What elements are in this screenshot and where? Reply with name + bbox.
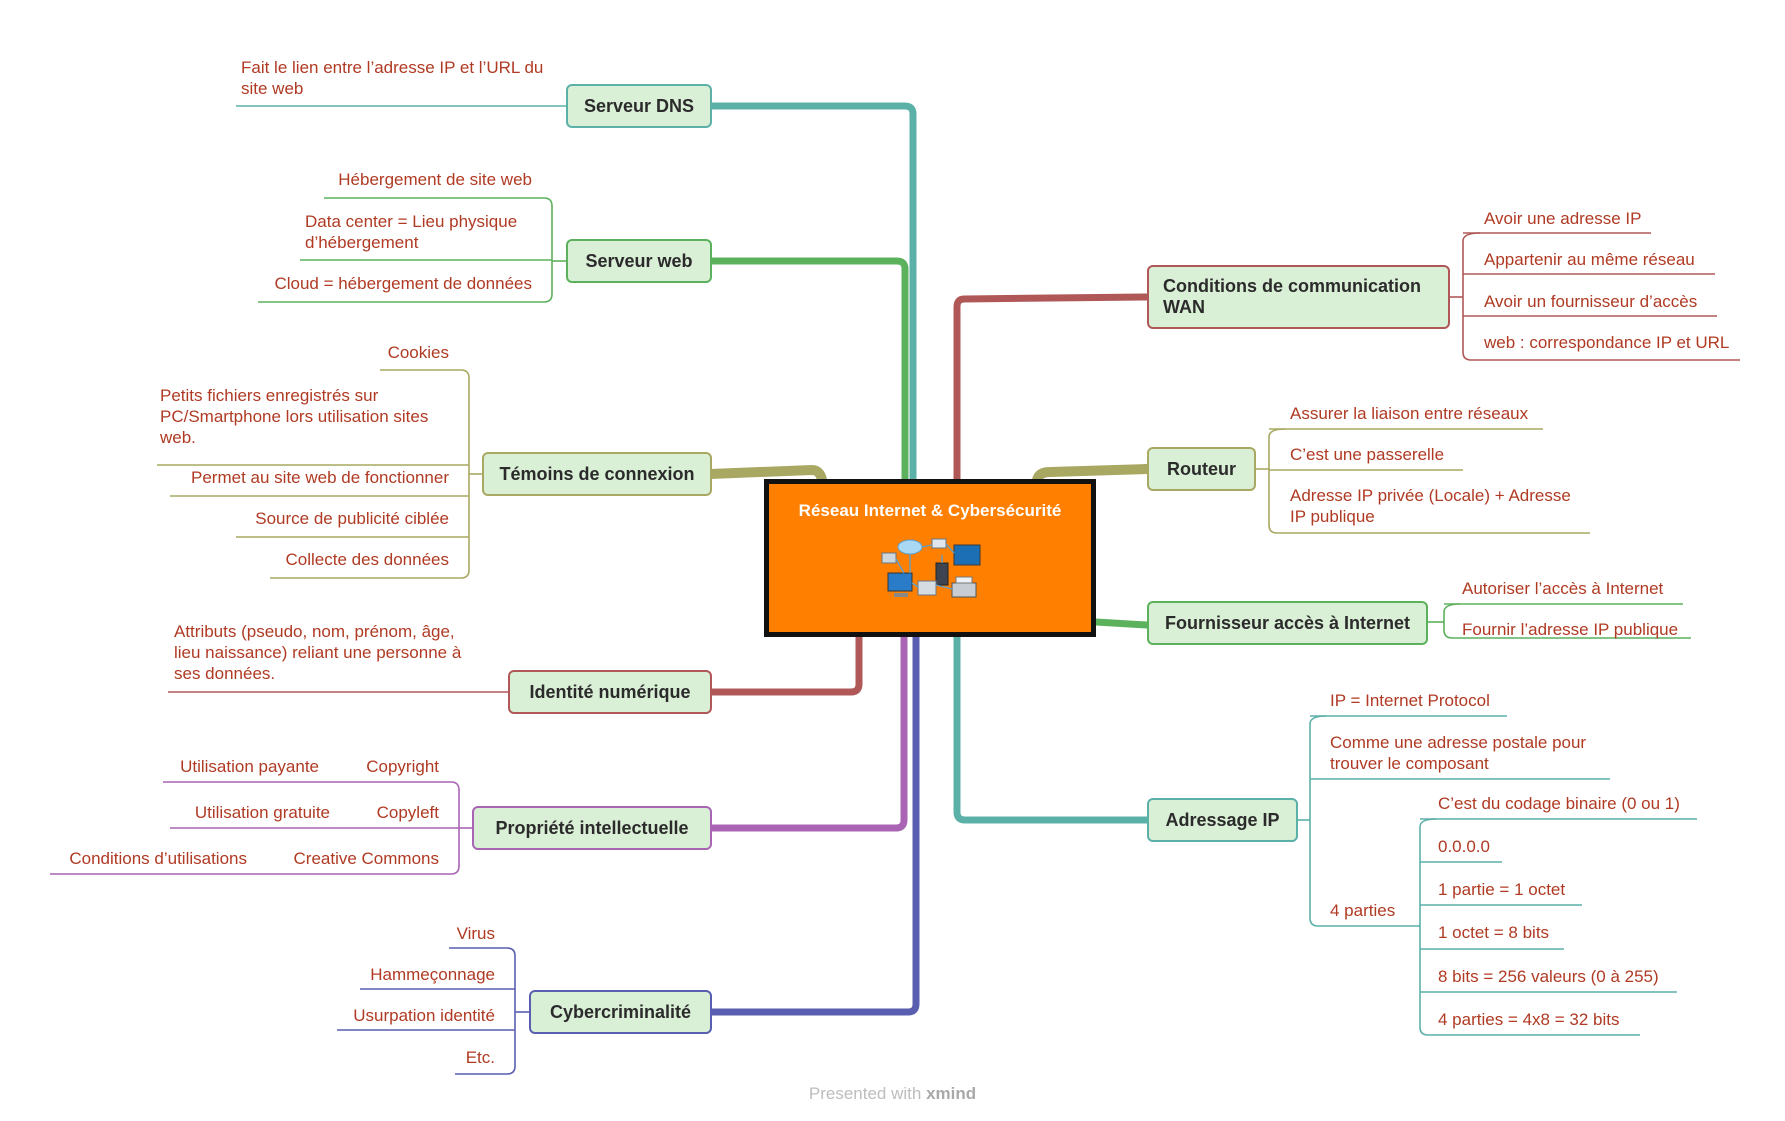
- leaf-parties-256-valeurs[interactable]: 8 bits = 256 valeurs (0 à 255): [1438, 967, 1659, 986]
- node-identite-numerique[interactable]: Identité numérique: [508, 670, 712, 714]
- leaf-propriete-copyright[interactable]: Copyright: [366, 757, 439, 776]
- branch-line-cyber: [706, 633, 920, 1016]
- leaf-fai-autoriser[interactable]: Autoriser l’accès à Internet: [1462, 579, 1664, 598]
- leaf-web-hebergement[interactable]: Hébergement de site web: [338, 170, 532, 189]
- leaf-parties-zero[interactable]: 0.0.0.0: [1438, 837, 1490, 856]
- central-topic-title: Réseau Internet & Cybersécurité: [798, 501, 1062, 520]
- leaf-parties-octet-bits[interactable]: 1 octet = 8 bits: [1438, 923, 1550, 942]
- leaf-routeur-passerelle[interactable]: C’est une passerelle: [1290, 445, 1445, 464]
- leaf-temoins-fichiers[interactable]: Petits fichiers enregistrés sur PC/Smart…: [160, 386, 429, 447]
- leaf-cyber-hammeconnage[interactable]: Hammeçonnage: [370, 965, 495, 984]
- node-conditions-wan[interactable]: Conditions de communication WAN: [1147, 265, 1450, 329]
- computer-network-illustration-icon: [881, 538, 981, 598]
- node-label: Serveur DNS: [583, 95, 695, 116]
- branch-line-propriete: [706, 633, 908, 832]
- node-routeur[interactable]: Routeur: [1147, 447, 1256, 491]
- node-label: Adressage IP: [1165, 809, 1280, 830]
- node-label: Serveur web: [585, 250, 693, 271]
- node-label: Témoins de connexion: [499, 463, 695, 484]
- node-label: Routeur: [1167, 458, 1236, 479]
- node-label: Cybercriminalité: [549, 1001, 692, 1022]
- footer-prefix: Presented with: [808, 1084, 927, 1103]
- node-serveur-web[interactable]: Serveur web: [566, 239, 712, 283]
- leaf-temoins-publicite[interactable]: Source de publicité ciblée: [255, 509, 449, 528]
- leaf-ip-4-parties[interactable]: 4 parties: [1330, 901, 1396, 920]
- leaf-ip-adresse-postale[interactable]: Comme une adresse postale pour trouver l…: [1330, 733, 1587, 773]
- branch-line-wan: [953, 293, 1151, 484]
- leaf-parties-32-bits[interactable]: 4 parties = 4x8 = 32 bits: [1438, 1010, 1620, 1029]
- leaf-temoins-collecte[interactable]: Collecte des données: [285, 550, 449, 569]
- leaf-cyber-usurpation[interactable]: Usurpation identité: [353, 1006, 495, 1025]
- leaf-wan-meme-reseau[interactable]: Appartenir au même réseau: [1484, 250, 1695, 269]
- node-cybercriminalite[interactable]: Cybercriminalité: [529, 990, 712, 1034]
- leaf-temoins-cookies[interactable]: Cookies: [387, 343, 449, 362]
- branch-line-fai: [1092, 618, 1151, 629]
- leaf-propriete-utilisation-payante[interactable]: Utilisation payante: [180, 757, 319, 776]
- branch-line-web: [706, 257, 909, 484]
- leaf-identite-attributs[interactable]: Attributs (pseudo, nom, prénom, âge, lie…: [174, 622, 462, 683]
- central-topic[interactable]: Réseau Internet & Cybersécurité: [764, 479, 1096, 637]
- leaf-parties-partie-octet[interactable]: 1 partie = 1 octet: [1438, 880, 1566, 899]
- leaf-cyber-virus[interactable]: Virus: [456, 924, 495, 943]
- node-propriete-intellectuelle[interactable]: Propriété intellectuelle: [472, 806, 712, 850]
- leaf-cyber-etc[interactable]: Etc.: [465, 1048, 495, 1067]
- node-label: Conditions de communication WAN: [1163, 276, 1422, 317]
- node-serveur-dns[interactable]: Serveur DNS: [566, 84, 712, 128]
- leaf-ip-protocol[interactable]: IP = Internet Protocol: [1330, 691, 1490, 710]
- branch-line-routeur: [1032, 464, 1152, 485]
- xmind-logo: xmind: [926, 1084, 977, 1103]
- leaf-routeur-liaison[interactable]: Assurer la liaison entre réseaux: [1290, 404, 1529, 423]
- leaf-parties-codage-binaire[interactable]: C’est du codage binaire (0 ou 1): [1438, 794, 1680, 813]
- presented-with-footer: Presented with xmind: [0, 1084, 1785, 1104]
- leaf-dns-lien[interactable]: Fait le lien entre l’adresse IP et l’URL…: [241, 58, 544, 98]
- leaf-wan-correspondance[interactable]: web : correspondance IP et URL: [1484, 333, 1730, 352]
- node-fournisseur-acces[interactable]: Fournisseur accès à Internet: [1147, 601, 1428, 645]
- leaf-propriete-conditions[interactable]: Conditions d’utilisations: [69, 849, 247, 868]
- leaf-web-cloud[interactable]: Cloud = hébergement de données: [274, 274, 532, 293]
- branch-line-identite: [706, 633, 863, 696]
- branch-line-ip: [953, 633, 1151, 824]
- branch-line-temoins: [705, 465, 827, 485]
- leaf-fai-fournir-ip[interactable]: Fournir l’adresse IP publique: [1462, 620, 1679, 639]
- leaf-wan-adresse-ip[interactable]: Avoir une adresse IP: [1484, 209, 1642, 228]
- node-label: Propriété intellectuelle: [495, 817, 689, 838]
- leaf-temoins-fonctionner[interactable]: Permet au site web de fonctionner: [191, 468, 449, 487]
- leaf-web-datacenter[interactable]: Data center = Lieu physique d’hébergemen…: [305, 212, 518, 252]
- leaf-propriete-utilisation-gratuite[interactable]: Utilisation gratuite: [194, 803, 330, 822]
- node-temoins-connexion[interactable]: Témoins de connexion: [482, 452, 712, 496]
- leaf-propriete-copyleft[interactable]: Copyleft: [376, 803, 439, 822]
- leaf-routeur-adresse[interactable]: Adresse IP privée (Locale) + Adresse IP …: [1290, 486, 1571, 526]
- branch-line-dns: [706, 102, 917, 484]
- leaf-wan-fournisseur[interactable]: Avoir un fournisseur d’accès: [1484, 292, 1698, 311]
- node-adressage-ip[interactable]: Adressage IP: [1147, 798, 1298, 842]
- node-label: Identité numérique: [529, 681, 691, 702]
- leaf-propriete-creative-commons[interactable]: Creative Commons: [293, 849, 440, 868]
- node-label: Fournisseur accès à Internet: [1164, 612, 1411, 633]
